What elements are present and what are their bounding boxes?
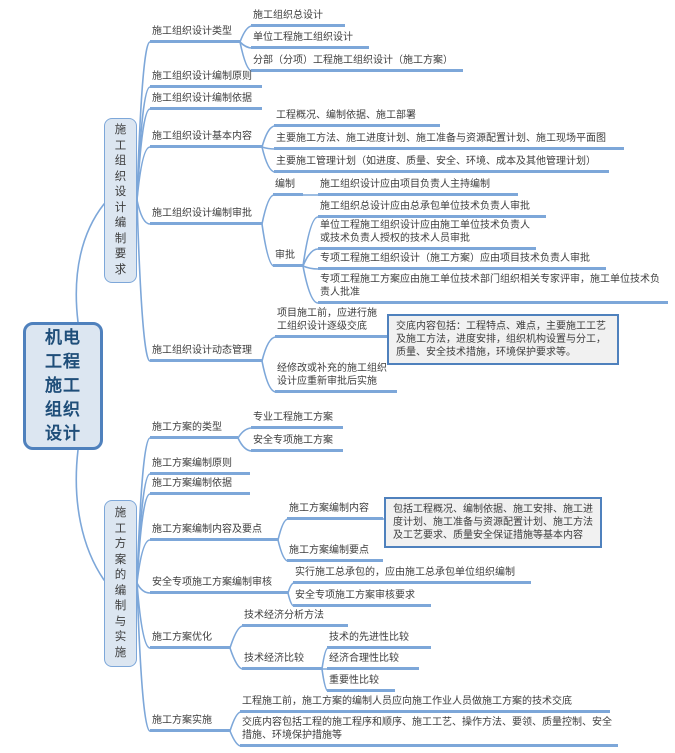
node-b1-approval-approve-item[interactable]: 专项工程施工方案应由施工单位技术部门组织相关专家评审，施工单位技术负责人批准 — [318, 273, 668, 304]
node-b2-compare-item[interactable]: 重要性比较 — [327, 674, 395, 692]
node-b2-safety-item[interactable]: 实行施工总承包的，应由施工总承包单位组织编制 — [293, 566, 531, 584]
node-b2-optimize-compare[interactable]: 技术经济比较 — [242, 652, 322, 670]
node-b1-dynamic-item[interactable]: 经修改或补充的施工组织设计应重新审批后实施 — [275, 362, 397, 393]
branch-scheme-compile-implement[interactable]: 施工方案的编制与实施 — [104, 500, 137, 667]
node-b2-compare-item[interactable]: 技术的先进性比较 — [327, 631, 431, 649]
node-b2-optimize-analysis[interactable]: 技术经济分析方法 — [242, 609, 348, 627]
node-b2-types-item[interactable]: 专业工程施工方案 — [251, 411, 343, 429]
node-b2-implement-item[interactable]: 工程施工前，施工方案的编制人员应向施工作业人员做施工方案的技术交底 — [240, 695, 610, 713]
node-b1-approval-approve-item[interactable]: 专项工程施工组织设计（施工方案）应由项目技术负责人审批 — [318, 252, 606, 270]
node-b1-dynamic-item[interactable]: 项目施工前，应进行施工组织设计逐级交底 — [275, 307, 387, 338]
node-b2-implement[interactable]: 施工方案实施 — [150, 714, 230, 732]
node-b1-dynamic[interactable]: 施工组织设计动态管理 — [150, 344, 262, 362]
node-b2-safety-item[interactable]: 安全专项施工方案审核要求 — [293, 589, 431, 607]
callout-scheme-content[interactable]: 包括工程概况、编制依据、施工安排、施工进度计划、施工准备与资源配置计划、施工方法… — [384, 497, 602, 548]
node-b1-types-item[interactable]: 单位工程施工组织设计 — [251, 31, 369, 49]
node-b1-approval-approve[interactable]: 审批 — [273, 249, 303, 267]
node-b1-content-item[interactable]: 主要施工管理计划（如进度、质量、安全、环境、成本及其他管理计划） — [274, 155, 609, 173]
node-b1-approval[interactable]: 施工组织设计编制审批 — [150, 207, 262, 225]
node-b2-basis[interactable]: 施工方案编制依据 — [150, 477, 250, 495]
node-b1-approval-approve-item[interactable]: 单位工程施工组织设计应由施工单位技术负责人或技术负责人授权的技术人员审批 — [318, 219, 536, 250]
node-b1-content-item[interactable]: 主要施工方法、施工进度计划、施工准备与资源配置计划、施工现场平面图 — [274, 132, 624, 150]
node-b2-principles[interactable]: 施工方案编制原则 — [150, 457, 250, 475]
node-b2-content-detail[interactable]: 施工方案编制内容 — [287, 502, 383, 520]
node-b2-safety[interactable]: 安全专项施工方案编制审核 — [150, 576, 288, 594]
node-b1-types[interactable]: 施工组织设计类型 — [150, 25, 240, 43]
node-b1-types-item[interactable]: 施工组织总设计 — [251, 9, 345, 27]
node-b1-principles[interactable]: 施工组织设计编制原则 — [150, 70, 262, 88]
node-b1-types-item[interactable]: 分部（分项）工程施工组织设计（施工方案） — [251, 54, 463, 72]
node-b1-basis[interactable]: 施工组织设计编制依据 — [150, 92, 262, 110]
node-b1-content[interactable]: 施工组织设计基本内容 — [150, 130, 262, 148]
branch-org-design-requirements[interactable]: 施工组织设计编制要求 — [104, 118, 137, 283]
node-b2-compare-item[interactable]: 经济合理性比较 — [327, 652, 419, 670]
node-b2-implement-item[interactable]: 交底内容包括工程的施工程序和顺序、施工工艺、操作方法、要领、质量控制、安全措施、… — [240, 716, 618, 747]
root-node[interactable]: 机电工程施工组织设计 — [23, 322, 103, 450]
callout-disclosure-content[interactable]: 交底内容包括：工程特点、难点，主要施工工艺及施工方法，进度安排，组织机构设置与分… — [387, 314, 619, 365]
node-b2-optimize[interactable]: 施工方案优化 — [150, 631, 230, 649]
node-b2-types[interactable]: 施工方案的类型 — [150, 421, 238, 439]
node-b1-content-item[interactable]: 工程概况、编制依据、施工部署 — [274, 109, 440, 127]
branch-scheme-compile-implement-label: 施工方案的编制与实施 — [114, 507, 127, 659]
node-b2-content-points[interactable]: 施工方案编制要点 — [287, 544, 383, 562]
node-b2-types-item[interactable]: 安全专项施工方案 — [251, 434, 343, 452]
node-b1-approval-compile[interactable]: 编制 — [273, 178, 303, 196]
node-b2-content[interactable]: 施工方案编制内容及要点 — [150, 523, 278, 541]
node-b1-approval-approve-item[interactable]: 施工组织总设计应由总承包单位技术负责人审批 — [318, 200, 546, 218]
node-b1-approval-compile-item[interactable]: 施工组织设计应由项目负责人主持编制 — [318, 178, 518, 196]
branch-org-design-requirements-label: 施工组织设计编制要求 — [114, 124, 127, 276]
root-node-label: 机电工程施工组织设计 — [45, 328, 81, 443]
